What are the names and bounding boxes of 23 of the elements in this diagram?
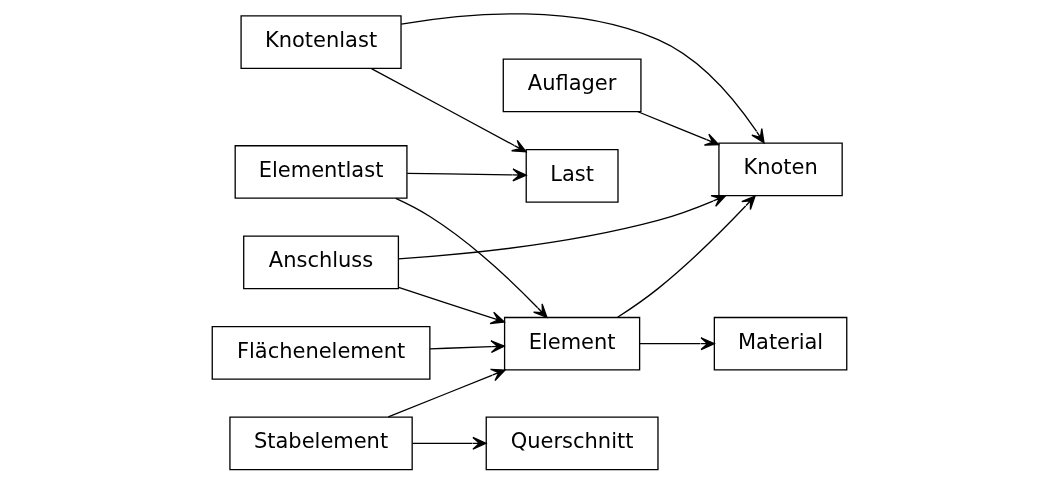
arrow xyxy=(637,111,720,146)
node-box: Anschluss xyxy=(243,235,400,290)
node-box: Knotenlast xyxy=(240,15,402,70)
node-box: Element xyxy=(503,316,641,371)
arrow xyxy=(370,67,527,153)
arrow xyxy=(406,168,527,182)
node-box: Auflager xyxy=(502,58,642,113)
node-box: Last xyxy=(525,149,619,203)
arrow xyxy=(397,286,506,325)
arrow xyxy=(616,195,756,318)
arrow xyxy=(397,194,727,260)
node-box: Flächenelement xyxy=(211,326,431,380)
arrow xyxy=(429,340,505,354)
arrow xyxy=(400,13,765,144)
arrow xyxy=(387,368,506,418)
node-box: Querschnitt xyxy=(485,416,659,471)
arrow xyxy=(639,337,715,351)
arrow xyxy=(411,436,487,450)
node-box: Material xyxy=(713,316,848,371)
node-box: Knoten xyxy=(718,142,843,197)
node-box: Stabelement xyxy=(229,416,413,471)
arrow xyxy=(395,197,548,319)
node-box: Elementlast xyxy=(234,145,408,199)
